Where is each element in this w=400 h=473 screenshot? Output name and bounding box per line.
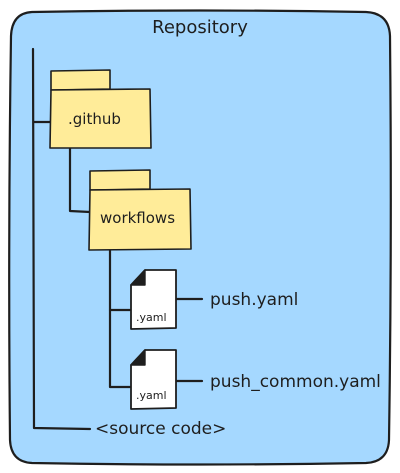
github-folder: .github xyxy=(49,69,152,149)
root-trunk-line xyxy=(31,47,92,431)
push-common-file-extension: .yaml xyxy=(136,389,167,402)
github-folder-body xyxy=(49,88,152,149)
github-folder-label: .github xyxy=(68,110,121,128)
source-code-label: <source code> xyxy=(95,419,226,439)
push-file-label: push.yaml xyxy=(210,290,298,310)
push-file-extension: .yaml xyxy=(136,311,167,324)
repository-title: Repository xyxy=(152,17,248,38)
tree-connectors xyxy=(31,47,204,431)
workflows-folder: workflows xyxy=(88,169,192,251)
push-common-file-label: push_common.yaml xyxy=(210,372,381,392)
push-common-file: .yaml push_common.yaml xyxy=(130,349,381,410)
workflows-to-files-line xyxy=(108,248,132,389)
push-file: .yaml push.yaml xyxy=(130,269,298,330)
folder-icon xyxy=(88,169,192,251)
file-fold-icon xyxy=(130,349,146,366)
github-folder-tab xyxy=(50,69,111,91)
github-to-workflows-line xyxy=(68,146,92,214)
file-fold-icon xyxy=(130,269,146,286)
workflows-folder-tab xyxy=(89,169,151,191)
workflows-folder-label: workflows xyxy=(100,209,175,227)
workflows-folder-body xyxy=(88,188,192,251)
folder-icon xyxy=(49,69,152,149)
